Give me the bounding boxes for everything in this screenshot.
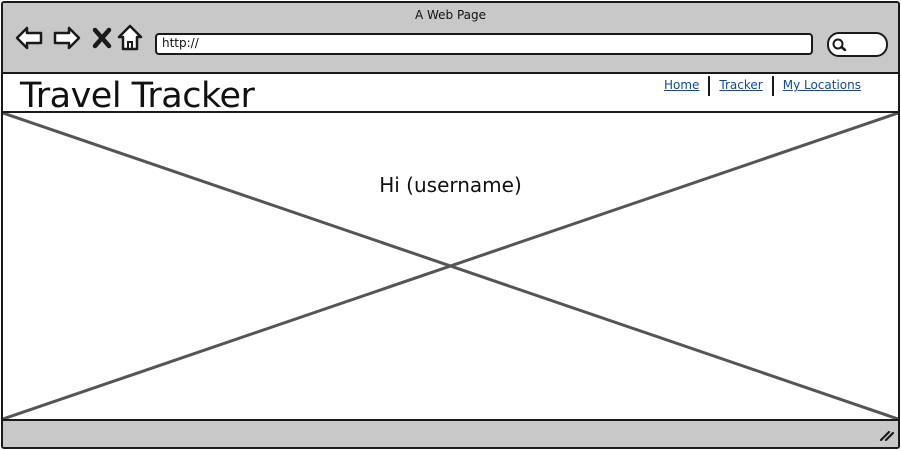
- search-button[interactable]: [827, 32, 888, 57]
- browser-toolbar: A Web Page http://: [3, 3, 898, 74]
- back-arrow-icon[interactable]: [14, 23, 44, 53]
- nav-separator: [771, 76, 774, 96]
- placeholder-cross: [3, 113, 898, 419]
- search-icon: [832, 38, 847, 51]
- nav-link-home[interactable]: Home: [663, 78, 700, 92]
- address-bar[interactable]: http://: [155, 33, 813, 55]
- url-text: http://: [162, 36, 199, 50]
- image-placeholder: Hi (username): [3, 113, 898, 421]
- site-title: Travel Tracker: [20, 76, 255, 116]
- nav-links: Home Tracker My Locations: [655, 76, 870, 96]
- window-title: A Web Page: [414, 8, 487, 22]
- home-icon[interactable]: [117, 23, 147, 53]
- nav-link-my-locations[interactable]: My Locations: [782, 78, 861, 92]
- forward-arrow-icon[interactable]: [52, 23, 82, 53]
- nav-link-tracker[interactable]: Tracker: [719, 78, 763, 92]
- close-icon[interactable]: [91, 23, 121, 53]
- greeting-text: Hi (username): [379, 173, 522, 197]
- resize-grip-icon[interactable]: [878, 426, 894, 442]
- status-bar: [3, 421, 898, 447]
- site-header: Travel Tracker Home Tracker My Locations: [3, 74, 898, 116]
- nav-separator: [708, 76, 711, 96]
